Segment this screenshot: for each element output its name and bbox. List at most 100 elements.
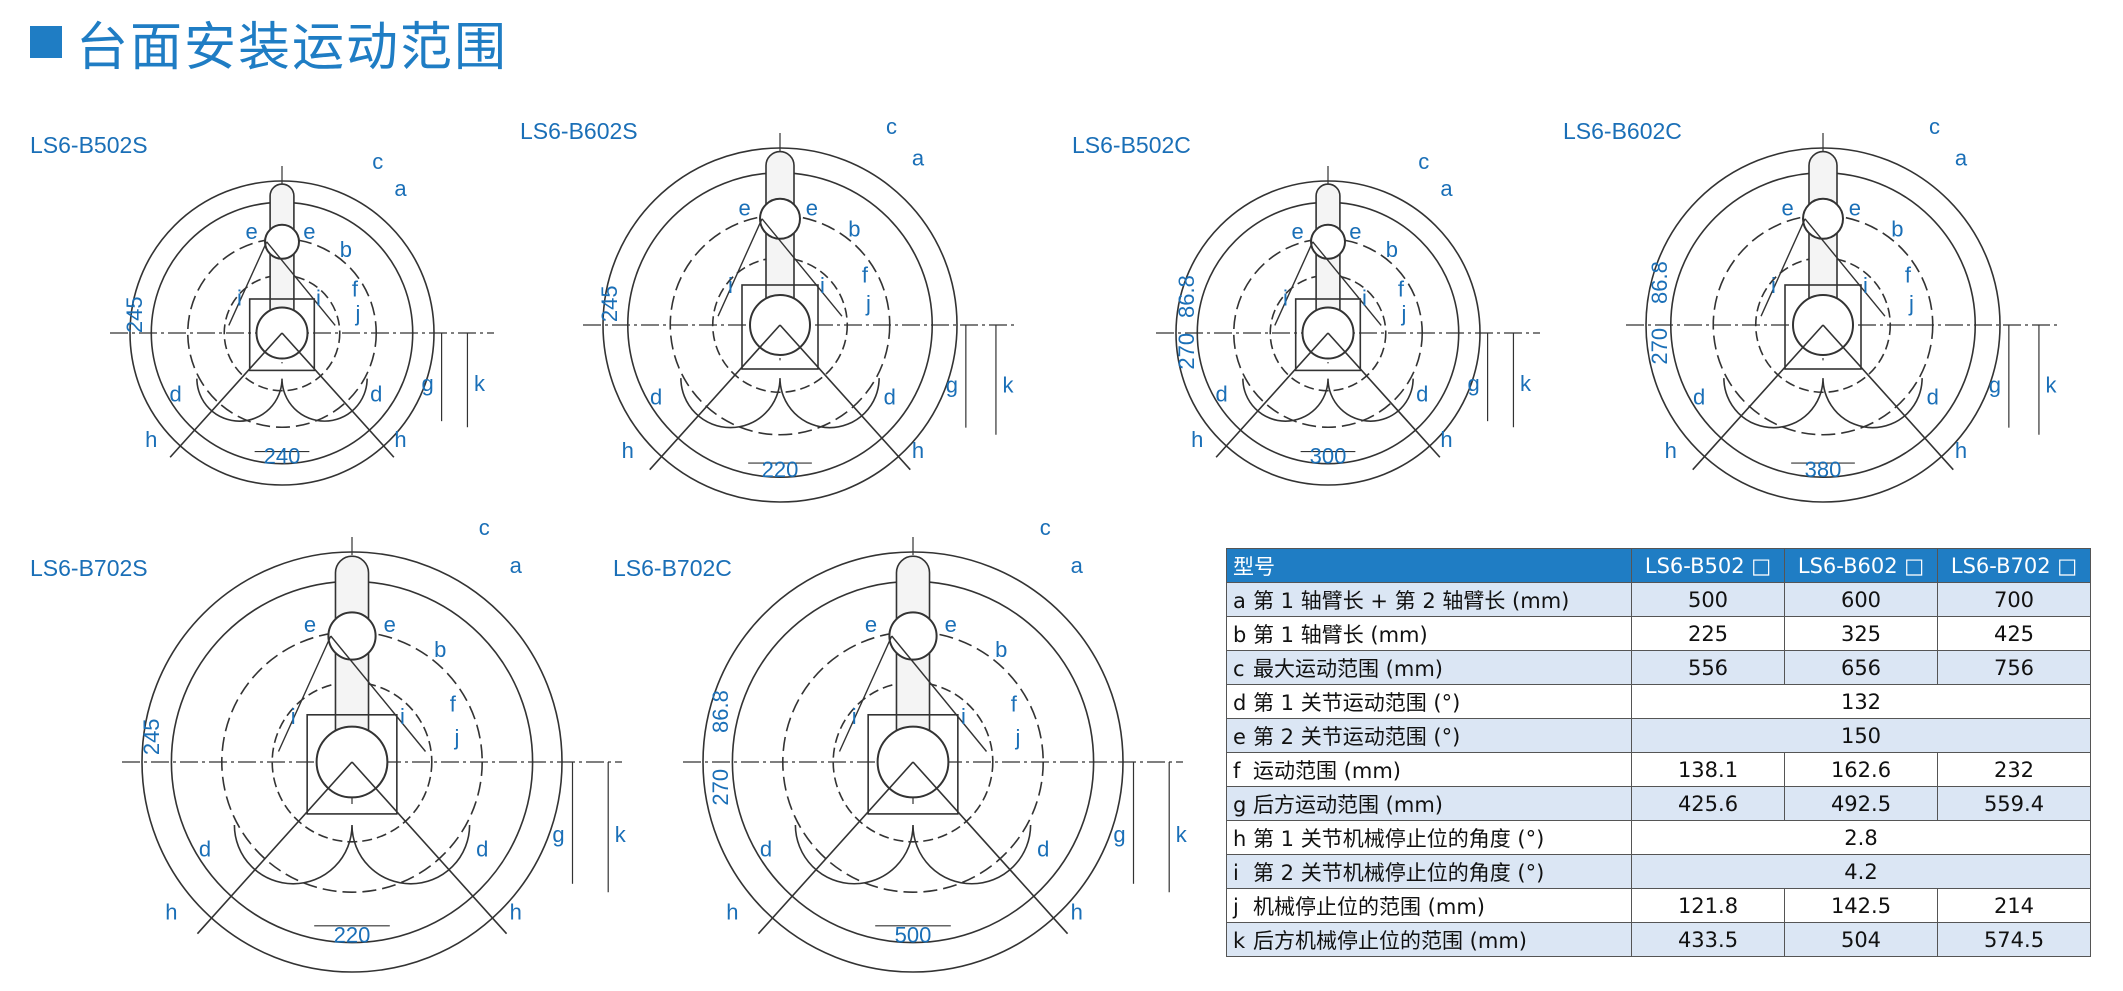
rear-lobes [1242,378,1414,422]
callout-k: k [474,371,486,396]
callout-c: c [479,515,490,540]
arm-range-line [330,635,427,752]
callout-f: f [1011,692,1018,717]
value-cell: 433.5 [1631,922,1785,957]
arm-range-line [277,635,332,752]
value-cell: 556 [1631,650,1785,685]
callout-a: a [510,553,523,578]
callout-b: b [340,237,352,262]
callout-h: h [1191,427,1203,452]
callout-i: i [1362,286,1367,311]
callout-i: i [316,286,321,311]
stop-line [196,761,353,935]
arm-range-line [761,218,843,317]
value-cell: 121.8 [1631,888,1785,923]
callout-a: a [912,146,925,171]
value-cell: 325 [1784,616,1938,651]
callout-e: e [245,219,257,244]
arm-range-line [717,218,763,317]
merged-cell: 150 [1631,718,2091,753]
callout-k: k [1176,822,1188,847]
stop-line [1692,324,1824,471]
callout-e: e [304,612,316,637]
rear-lobes [680,378,880,429]
merged-cell: 2.8 [1631,820,2091,855]
callout-e: e [1849,195,1861,220]
callout-f: f [450,692,457,717]
model-label-2: LS6-B602S [520,118,638,144]
row-key: j [1233,894,1239,919]
rear-lobes [196,378,368,422]
callout-g: g [946,372,958,397]
callout-f: f [1905,263,1912,288]
callout-d: d [169,381,181,406]
arm-range-line [266,241,336,326]
callout-h: h [510,900,522,925]
arm-range-line [228,241,268,326]
callout-b: b [995,637,1007,662]
callout-d: d [370,381,382,406]
stop-line [779,324,911,471]
dim-vertical: 270 [708,769,733,806]
callout-i: i [1863,273,1868,298]
row-label-text: 第 1 关节运动范围 (°) [1253,690,1461,715]
value-cell: 225 [1631,616,1785,651]
callout-j: j [454,725,460,750]
callout-h: h [145,427,157,452]
callout-g: g [552,822,564,847]
dim-width: 220 [762,457,799,482]
callout-k: k [2045,372,2057,397]
header-model: 型号 [1226,548,1632,583]
callout-a: a [1955,146,1968,171]
table-header-row: 型号 LS6-B502 □ LS6-B602 □ LS6-B702 □ [1226,548,2091,583]
callout-d: d [760,837,772,862]
model-label-3: LS6-B502C [1072,132,1191,158]
callout-h: h [726,900,738,925]
row-key: b [1233,622,1247,647]
robot-base [306,713,398,815]
model-label-5: LS6-B702S [30,555,148,581]
rear-lobes [233,824,471,885]
dim-width: 380 [1805,457,1842,482]
row-label-text: 后方机械停止位的范围 (mm) [1253,928,1527,953]
dim-width: 500 [895,923,932,948]
callout-i: i [1771,273,1776,298]
page-title: 台面安装运动范围 [30,12,508,78]
callout-h: h [1665,438,1677,463]
stop-line [912,761,1069,935]
arm-range-line [1804,218,1886,317]
stop-line [281,332,395,458]
dim-vertical: 245 [597,285,622,322]
arm-range-line [1760,218,1806,317]
value-cell: 656 [1784,650,1938,685]
callout-h: h [622,438,634,463]
callout-k: k [1002,372,1014,397]
callout-a: a [1071,553,1084,578]
rear-lobes [794,824,1032,885]
callout-a: a [394,176,407,201]
robot-base [1784,284,1862,370]
callout-d: d [1037,837,1049,862]
joint-2 [759,197,801,240]
callout-b: b [1386,237,1398,262]
callout-c: c [1929,114,1940,139]
callout-h: h [1071,900,1083,925]
callout-b: b [1891,217,1903,242]
callout-i: i [400,704,405,729]
value-cell: 492.5 [1784,786,1938,821]
header-b602: LS6-B602 □ [1784,548,1938,583]
callout-j: j [1401,301,1407,326]
